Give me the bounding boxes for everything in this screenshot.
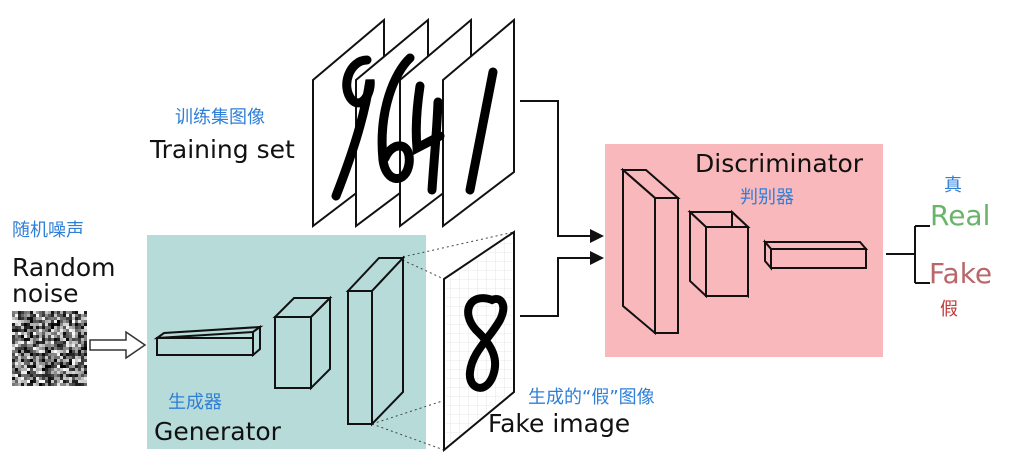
generator-label-cn: 生成器 <box>168 392 222 413</box>
noise-label-en-1: Random <box>12 253 116 282</box>
noise-image <box>12 311 87 386</box>
fake-image-card <box>443 230 515 453</box>
arrowhead-fake <box>590 251 604 265</box>
digit-4-glyph <box>411 81 445 195</box>
fake-label-en: Fake <box>929 257 992 290</box>
noise-label-cn: 随机噪声 <box>12 220 84 241</box>
connector-lines <box>520 100 590 317</box>
generator-layer-3 <box>345 255 406 427</box>
generator-label-en: Generator <box>154 417 282 446</box>
digit-9-glyph <box>331 55 375 201</box>
discriminator-layer-3 <box>762 239 869 271</box>
digit-1-glyph <box>465 67 498 195</box>
discriminator-layer-1 <box>620 167 681 336</box>
real-label-en: Real <box>930 199 990 232</box>
noise-label-en-2: noise <box>12 279 79 308</box>
arrowhead-training <box>590 229 604 243</box>
real-label-cn: 真 <box>944 175 962 196</box>
noise-arrow <box>89 330 147 360</box>
discriminator-label-cn: 判别器 <box>740 187 794 208</box>
training-label-cn: 训练集图像 <box>175 107 265 128</box>
fake-image-label-cn: 生成的“假”图像 <box>528 387 655 408</box>
generator-layer-2 <box>272 295 333 391</box>
training-label-en: Training set <box>149 135 295 164</box>
training-digits <box>331 53 498 201</box>
fake-image-label-en: Fake image <box>488 409 630 438</box>
digit-6-glyph <box>377 53 415 183</box>
digit-8-glyph <box>464 294 508 392</box>
output-bracket <box>886 225 930 284</box>
generator-layer-1 <box>153 325 264 358</box>
discriminator-label-en: Discriminator <box>695 149 864 178</box>
discriminator-layer-2 <box>687 209 751 299</box>
fake-label-cn: 假 <box>940 299 958 320</box>
